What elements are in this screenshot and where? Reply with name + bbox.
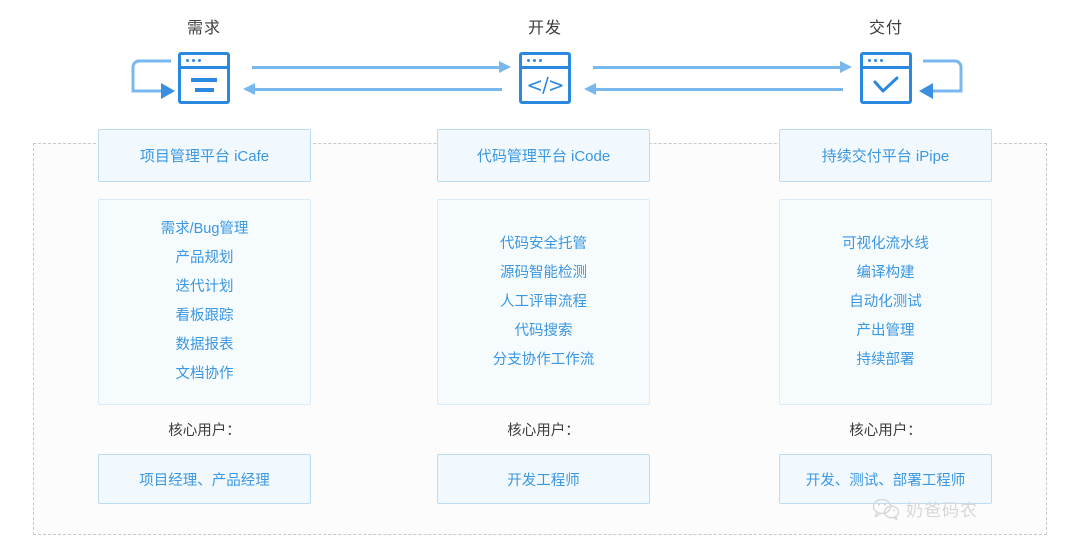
window-title-bar xyxy=(181,55,227,69)
window-dot xyxy=(186,59,189,62)
forward-arrow-line xyxy=(593,66,843,69)
feedback-arrow-head-icon xyxy=(584,83,596,95)
window-dot xyxy=(868,59,871,62)
document-line-icon xyxy=(191,78,217,82)
check-window-icon xyxy=(860,52,912,104)
window-content xyxy=(863,69,909,101)
process-flow-diagram: 需求 开发 交付 </> xyxy=(0,0,1080,125)
code-window-icon: </> xyxy=(519,52,571,104)
window-content: </> xyxy=(522,69,568,101)
feature-item: 源码智能检测 xyxy=(500,264,587,281)
window-title-bar xyxy=(863,55,909,69)
platform-title-ipipe[interactable]: 持续交付平台 iPipe xyxy=(779,129,992,182)
feature-item: 产品规划 xyxy=(175,250,234,266)
feature-item: 持续部署 xyxy=(856,351,915,368)
feature-item: 人工评审流程 xyxy=(500,293,587,310)
feature-item: 编译构建 xyxy=(856,264,915,281)
feature-item: 数据报表 xyxy=(175,337,234,353)
forward-arrow-line xyxy=(252,66,502,69)
checkmark-icon xyxy=(873,76,899,93)
feature-item: 文档协作 xyxy=(175,366,234,382)
window-dot xyxy=(198,59,201,62)
feature-item: 产出管理 xyxy=(856,322,915,339)
feature-list-icafe: 需求/Bug管理 产品规划 迭代计划 看板跟踪 数据报表 文档协作 xyxy=(98,199,311,405)
window-dot xyxy=(527,59,530,62)
platform-title-icode[interactable]: 代码管理平台 iCode xyxy=(437,129,650,182)
feature-item: 可视化流水线 xyxy=(842,235,929,252)
feedback-arrow-line xyxy=(252,88,502,91)
platform-column-icafe: 项目管理平台 iCafe 需求/Bug管理 产品规划 迭代计划 看板跟踪 数据报… xyxy=(98,129,311,504)
connector-requirement-development xyxy=(243,57,511,97)
code-brackets-icon: </> xyxy=(526,72,564,97)
wechat-icon xyxy=(872,498,900,520)
core-users-label: 核心用户： xyxy=(168,423,241,439)
watermark: 奶爸码农 xyxy=(872,496,978,521)
feature-item: 看板跟踪 xyxy=(175,308,234,324)
platform-column-ipipe: 持续交付平台 iPipe 可视化流水线 编译构建 自动化测试 产出管理 持续部署… xyxy=(779,129,992,504)
window-dot xyxy=(874,59,877,62)
feature-item: 代码安全托管 xyxy=(500,235,587,252)
window-dot xyxy=(539,59,542,62)
stage-label-development: 开发 xyxy=(527,20,562,37)
document-line-icon xyxy=(194,88,214,92)
document-window-icon xyxy=(178,52,230,104)
delivery-loop-arrow xyxy=(917,57,967,101)
window-title-bar xyxy=(522,55,568,69)
stage-label-requirement: 需求 xyxy=(186,20,221,37)
core-users-label: 核心用户： xyxy=(849,423,922,439)
forward-arrow-head-icon xyxy=(499,61,511,73)
window-dot xyxy=(192,59,195,62)
stage-label-delivery: 交付 xyxy=(868,20,903,37)
feedback-arrow-line xyxy=(593,88,843,91)
core-users-value-icafe: 项目经理、产品经理 xyxy=(98,454,311,504)
feature-list-ipipe: 可视化流水线 编译构建 自动化测试 产出管理 持续部署 xyxy=(779,199,992,405)
feature-item: 自动化测试 xyxy=(849,293,922,310)
feature-item: 分支协作工作流 xyxy=(492,351,595,368)
window-dot xyxy=(533,59,536,62)
window-dot xyxy=(880,59,883,62)
connector-development-delivery xyxy=(584,57,852,97)
feature-list-icode: 代码安全托管 源码智能检测 人工评审流程 代码搜索 分支协作工作流 xyxy=(437,199,650,405)
requirement-loop-arrow xyxy=(127,57,177,101)
watermark-text: 奶爸码农 xyxy=(906,501,978,520)
feature-item: 需求/Bug管理 xyxy=(160,221,249,237)
core-users-label: 核心用户： xyxy=(507,423,580,439)
feature-item: 代码搜索 xyxy=(514,322,573,339)
feature-item: 迭代计划 xyxy=(175,279,234,295)
platform-title-icafe[interactable]: 项目管理平台 iCafe xyxy=(98,129,311,182)
feedback-arrow-head-icon xyxy=(243,83,255,95)
forward-arrow-head-icon xyxy=(840,61,852,73)
core-users-value-ipipe: 开发、测试、部署工程师 xyxy=(779,454,992,504)
core-users-value-icode: 开发工程师 xyxy=(437,454,650,504)
platform-column-icode: 代码管理平台 iCode 代码安全托管 源码智能检测 人工评审流程 代码搜索 分… xyxy=(437,129,650,504)
window-content xyxy=(181,69,227,101)
